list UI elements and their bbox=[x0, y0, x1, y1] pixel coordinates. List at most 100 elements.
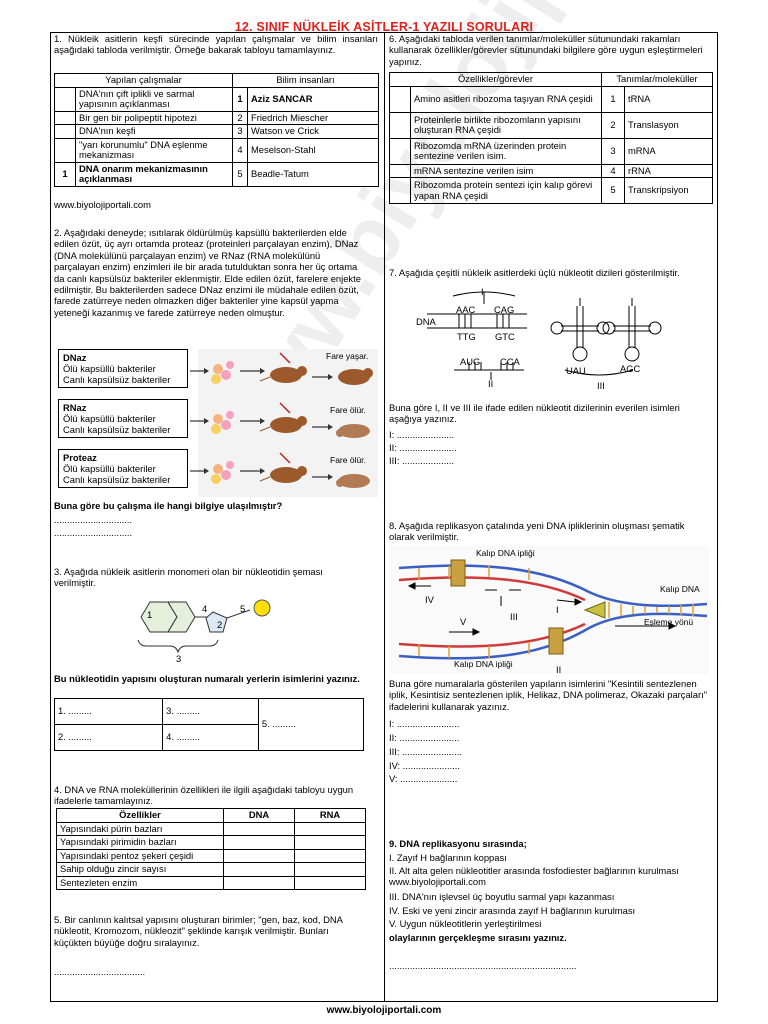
q6-answer-cell[interactable] bbox=[389, 177, 411, 204]
q5-answer[interactable]: ................................... bbox=[54, 966, 146, 977]
q6-num: 3 bbox=[601, 137, 625, 165]
q8-answer[interactable]: V: ...................... bbox=[389, 773, 458, 784]
q6-desc: mRNA sentezine verilen isim bbox=[410, 163, 602, 178]
q1-num: 2 bbox=[232, 110, 248, 125]
q9-title: 9. DNA replikasyonu sırasında; bbox=[389, 838, 527, 849]
column-divider bbox=[384, 32, 385, 1002]
roman-label-v: V bbox=[460, 616, 467, 627]
q8-text: 8. Aşağıda replikasyon çatalında yeni DN… bbox=[389, 520, 685, 543]
q1-scientist: Aziz SANCAR bbox=[247, 86, 379, 112]
q2-line: Canlı kapsülsüz bakteriler bbox=[63, 424, 171, 435]
q1-mark bbox=[54, 124, 76, 139]
q4-rna-cell[interactable] bbox=[294, 848, 366, 863]
q1-work: Bir gen bir polipeptit hipotezi bbox=[75, 110, 233, 125]
q2-illustration bbox=[190, 349, 378, 497]
q6-table: Özellikler/görevler Tanımlar/moleküller … bbox=[389, 72, 713, 204]
q8-answer[interactable]: III: ....................... bbox=[389, 746, 462, 757]
q2-line: Ölü kapsüllü bakteriler bbox=[63, 363, 156, 374]
q1-work: DNA'nın keşfi bbox=[75, 124, 233, 139]
q2-answer[interactable]: .............................. bbox=[54, 514, 133, 525]
page-title: 12. SINIF NÜKLEİK ASİTLER-1 YAZILI SORUL… bbox=[234, 20, 534, 34]
roman-label-iii: III bbox=[597, 380, 605, 391]
nucleotide-label-2: 2 bbox=[217, 619, 223, 630]
q8-answer[interactable]: I: ........................ bbox=[389, 718, 460, 729]
codon-label: CCA bbox=[500, 356, 520, 367]
mouse-icon bbox=[338, 368, 373, 385]
footer-site: www.biyolojiportali.com bbox=[326, 1005, 442, 1016]
nucleotide-label-4: 4 bbox=[202, 603, 208, 614]
codon-label: AUG bbox=[460, 356, 481, 367]
q2-result: Fare yaşar. bbox=[326, 351, 369, 361]
q2-experiment: DNaz Ölü kapsüllü bakteriler Canlı kapsü… bbox=[54, 349, 378, 497]
q4-row-label: Yapısındaki pürin bazları bbox=[56, 821, 224, 836]
codon-label: TTG bbox=[457, 331, 476, 342]
q9-question: olaylarının gerçekleşme sırasını yazınız… bbox=[389, 932, 567, 943]
q6-num: 2 bbox=[601, 111, 625, 139]
trna-icon bbox=[602, 298, 662, 362]
q3-cell[interactable]: 2. ......... bbox=[53, 724, 164, 751]
dead-mouse-icon bbox=[336, 424, 370, 488]
nucleotide-diagram bbox=[137, 599, 271, 654]
q6-text: 6. Aşağıdaki tabloda verilen tanımlar/mo… bbox=[389, 33, 703, 67]
q4-rna-cell[interactable] bbox=[294, 821, 366, 836]
nucleotide-label-3: 3 bbox=[176, 653, 182, 664]
q1-site: www.biyolojiportali.com bbox=[54, 199, 151, 210]
q4-rna-cell[interactable] bbox=[294, 862, 366, 877]
trna-icon bbox=[550, 298, 610, 362]
q4-row-label: Sahip olduğu zincir sayısı bbox=[56, 862, 224, 877]
q9-item: II. Alt alta gelen nükleotitler arasında… bbox=[389, 865, 679, 888]
q1-mark: 1 bbox=[54, 161, 76, 187]
arrow-icon bbox=[190, 368, 209, 374]
q6-answer-cell[interactable] bbox=[389, 163, 411, 178]
q4-dna-cell[interactable] bbox=[223, 821, 295, 836]
q7-diagram bbox=[427, 291, 662, 380]
codon-label: GTC bbox=[495, 331, 515, 342]
q3-answer-table: 1. ......... 3. ......... 5. ......... 2… bbox=[53, 698, 365, 751]
arrow-icon bbox=[190, 418, 209, 424]
q3-cell[interactable]: 3. ......... bbox=[162, 698, 259, 725]
q2-text: 2. Aşağıdaki deneyde; ısıtılarak öldürül… bbox=[54, 227, 361, 318]
q5-text: 5. Bir canlının kalıtsal yapısını oluştu… bbox=[54, 914, 343, 948]
q6-answer-cell[interactable] bbox=[389, 137, 411, 165]
q6-num: 4 bbox=[601, 163, 625, 178]
roman-label-i: I bbox=[556, 604, 559, 615]
q2-line: Ölü kapsüllü bakteriler bbox=[63, 463, 156, 474]
replication-fork-diagram bbox=[389, 546, 709, 674]
codon-label: CAG bbox=[494, 304, 515, 315]
q6-desc: Amino asitleri ribozoma taşıyan RNA çeşi… bbox=[410, 85, 602, 113]
q6-num: 5 bbox=[601, 177, 625, 204]
q4-row-label: Sentezleten enzim bbox=[56, 875, 224, 890]
q9-item: IV. Eski ve yeni zincir arasında zayıf H… bbox=[389, 905, 636, 916]
q4-dna-cell[interactable] bbox=[223, 875, 295, 890]
q7-answer[interactable]: I: ...................... bbox=[389, 429, 455, 440]
arrow-icon bbox=[312, 374, 333, 480]
q4-rna-cell[interactable] bbox=[294, 835, 366, 850]
q3-cell[interactable]: 5. ......... bbox=[257, 698, 365, 751]
template-dna-label: Kalıp DNA bbox=[660, 584, 700, 594]
q2-answer[interactable]: .............................. bbox=[54, 527, 133, 538]
q4-dna-cell[interactable] bbox=[223, 835, 295, 850]
q6-answer-cell[interactable] bbox=[389, 85, 411, 113]
q1-text: 1. Nükleik asitlerin keşfi sürecinde yap… bbox=[54, 33, 378, 56]
q4-rna-cell[interactable] bbox=[294, 875, 366, 890]
q3-cell[interactable]: 1. ......... bbox=[53, 698, 164, 725]
q8-answer[interactable]: IV: ...................... bbox=[389, 760, 461, 771]
q4-dna-cell[interactable] bbox=[223, 862, 295, 877]
helicase-icon bbox=[583, 601, 606, 619]
q6-answer-cell[interactable] bbox=[389, 111, 411, 139]
q8-answer[interactable]: II: ....................... bbox=[389, 732, 460, 743]
q3-cell[interactable]: 4. ......... bbox=[162, 724, 259, 751]
q7-answer[interactable]: III: .................... bbox=[389, 455, 455, 466]
q9-answer[interactable]: ........................................… bbox=[389, 960, 577, 971]
q2-line: Ölü kapsüllü bakteriler bbox=[63, 413, 156, 424]
q2-result: Fare ölür. bbox=[330, 455, 366, 465]
q1-table: Yapılan çalışmalar Bilim insanları DNA'n… bbox=[54, 73, 379, 187]
q9-item: V. Uygun nükleotitlerin yerleştirilmesi bbox=[389, 918, 542, 929]
roman-label-ii: II bbox=[488, 378, 494, 389]
q7-answer[interactable]: II: ...................... bbox=[389, 442, 457, 453]
q1-header-scientist: Bilim insanları bbox=[232, 73, 379, 88]
template-strand-bottom-label: Kalıp DNA ipliği bbox=[454, 659, 513, 669]
q1-work: DNA onarım mekanizmasının açıklanması bbox=[75, 161, 233, 187]
q4-dna-cell[interactable] bbox=[223, 848, 295, 863]
q6-header: Özellikler/görevler bbox=[389, 72, 602, 87]
